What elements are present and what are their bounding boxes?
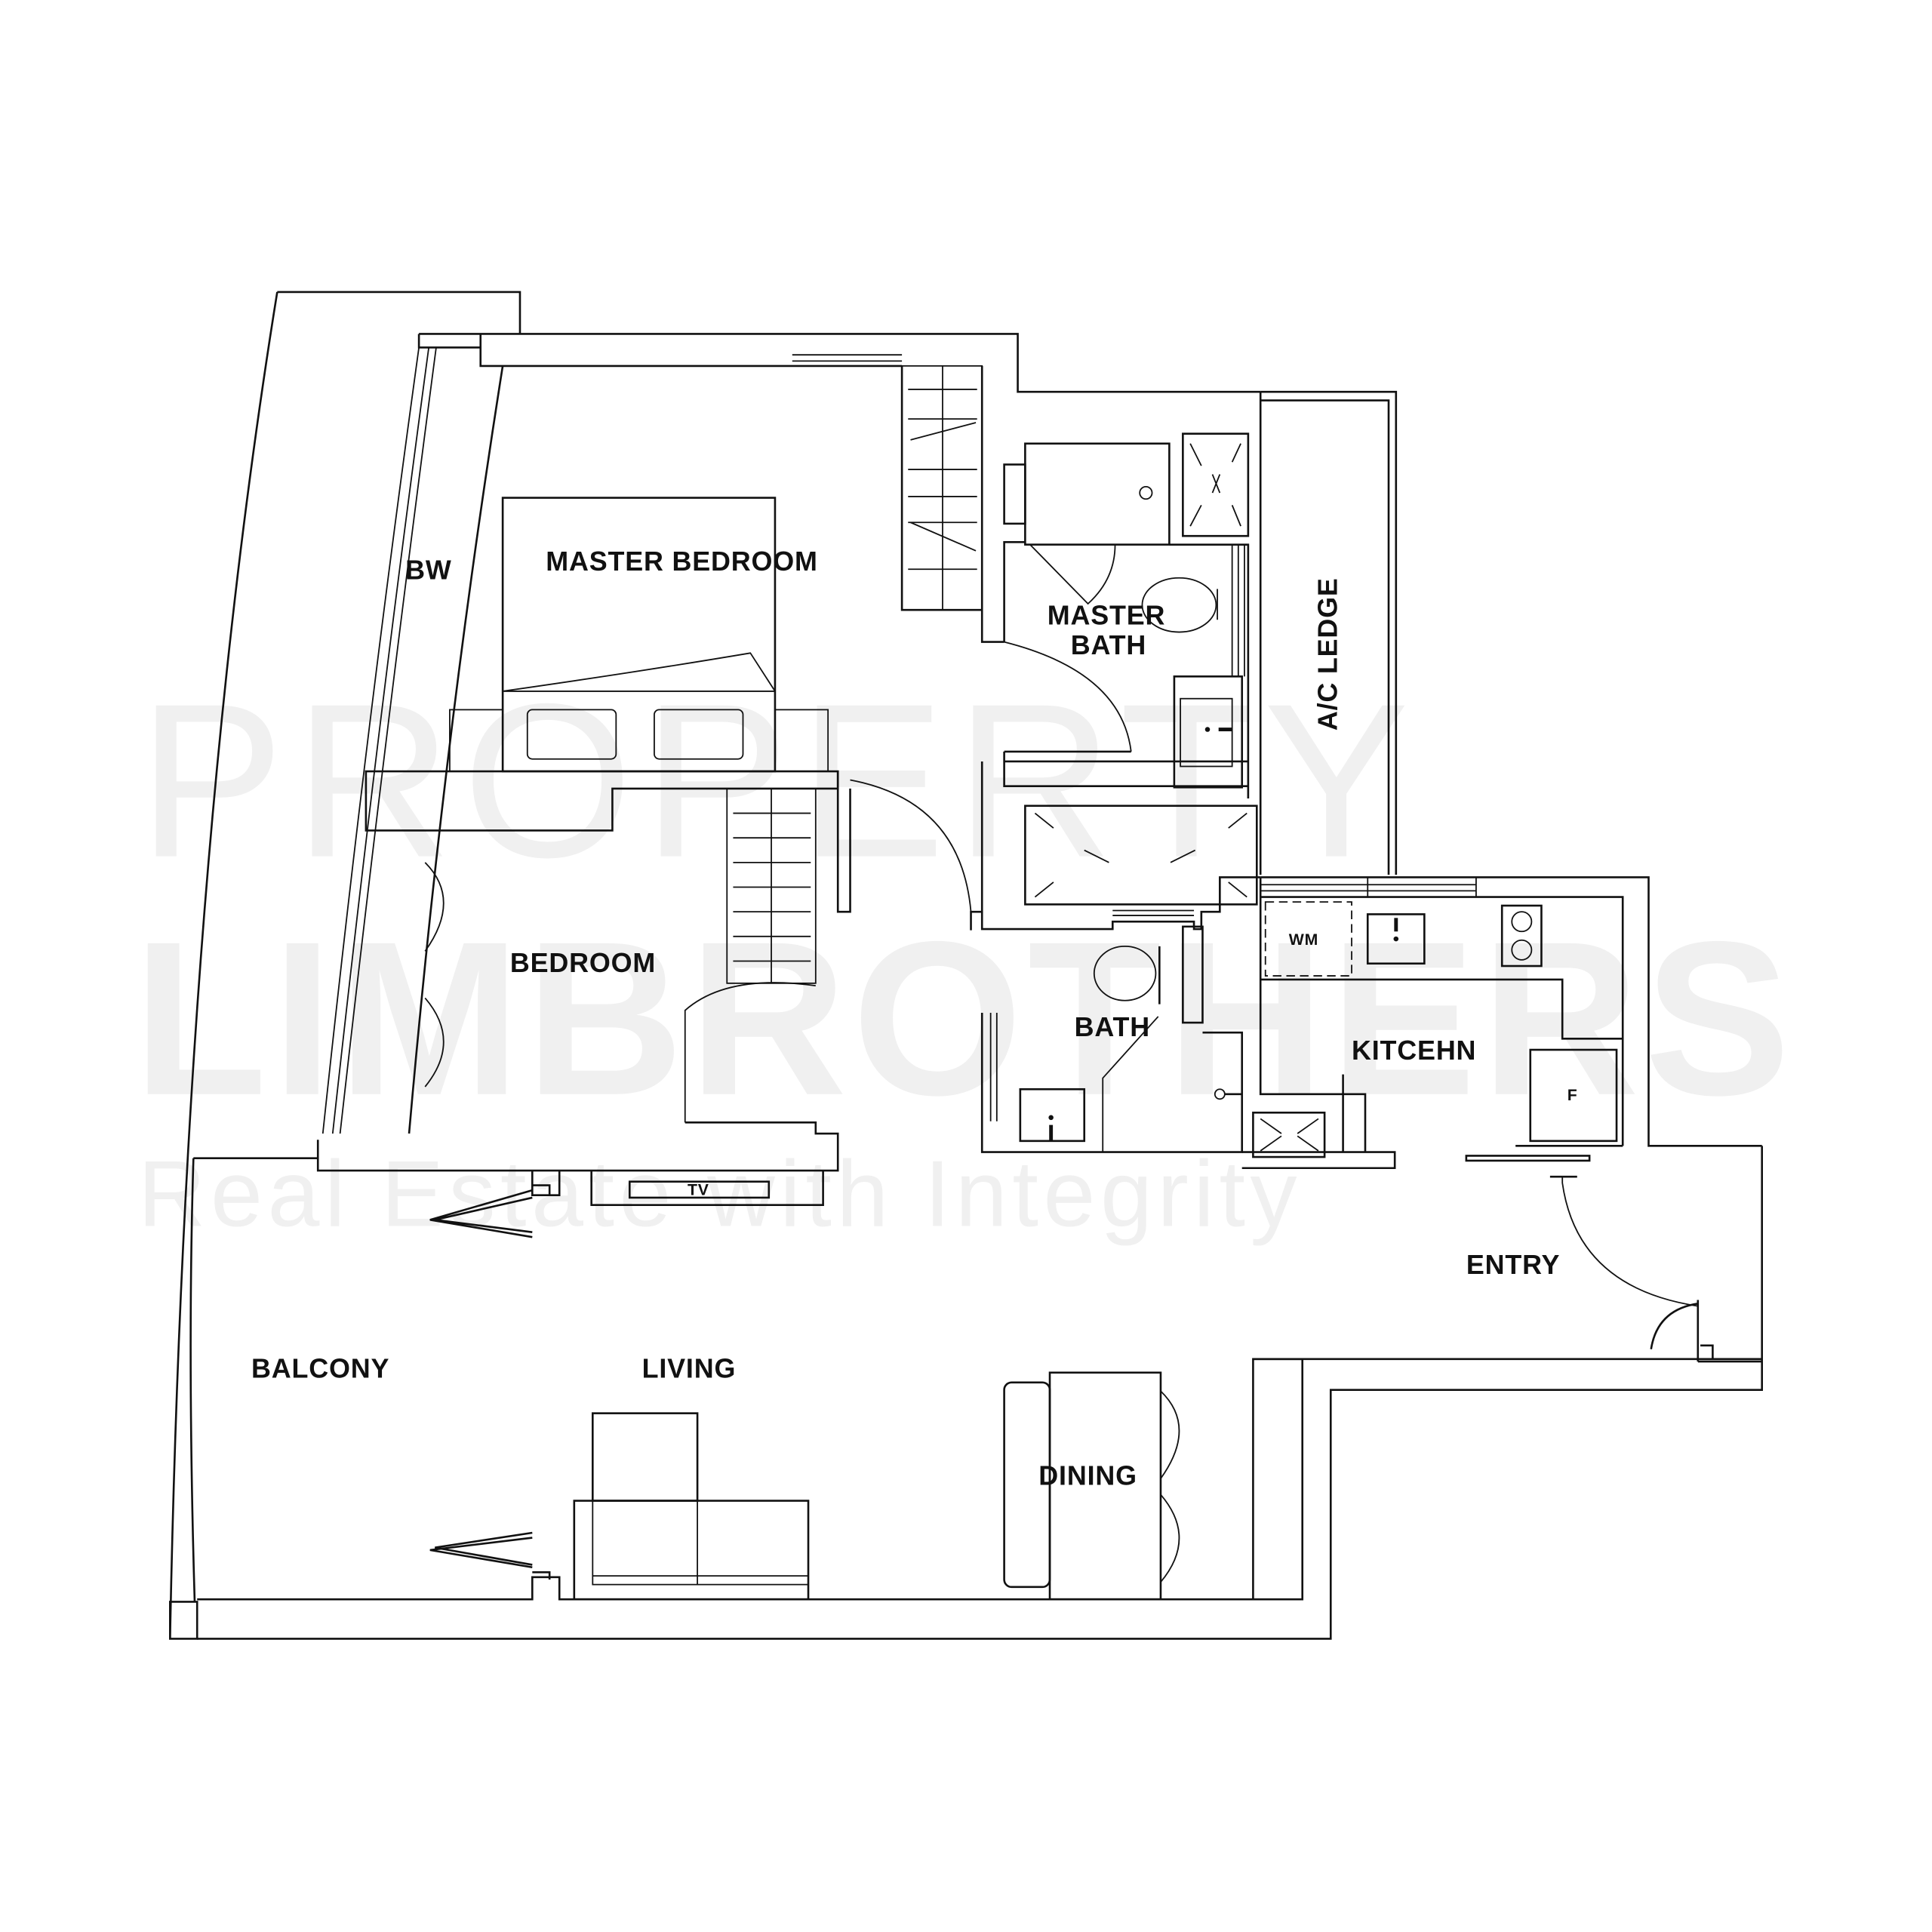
label-master-bath-1: MASTER xyxy=(1048,600,1166,631)
watermark: PROPERTY LIMBROTHERS Real Estate with In… xyxy=(133,658,1795,1247)
label-kitchen: KITCEHN xyxy=(1352,1035,1476,1066)
sofa xyxy=(573,1412,810,1601)
shower-store xyxy=(980,804,1261,931)
label-washing-machine: WM xyxy=(1289,931,1318,949)
ac-ledge xyxy=(1260,390,1398,875)
dining-set xyxy=(1003,1371,1180,1601)
watermark-line1: PROPERTY xyxy=(138,658,1420,903)
entry xyxy=(1465,1145,1762,1363)
label-tv: TV xyxy=(688,1182,709,1199)
partition-wall xyxy=(365,770,851,913)
kitchen xyxy=(1241,876,1762,1170)
bath xyxy=(980,925,1244,1153)
master-door xyxy=(850,761,983,931)
balcony-outline xyxy=(169,291,1763,1640)
bedroom-curtains xyxy=(424,862,445,1088)
label-bw: BW xyxy=(405,554,451,585)
watermark-tagline: Real Estate with Integrity xyxy=(138,1142,1302,1246)
label-entry: ENTRY xyxy=(1466,1249,1560,1280)
label-living: LIVING xyxy=(642,1352,737,1383)
fixture-labels: TV WM F xyxy=(688,931,1577,1198)
watermark-line2: LIMBROTHERS xyxy=(133,896,1795,1141)
label-dining: DINING xyxy=(1038,1460,1137,1491)
label-master-bedroom: MASTER BEDROOM xyxy=(546,546,818,577)
room-labels: BW MASTER BEDROOM MASTER BATH A/C LEDGE … xyxy=(251,546,1560,1491)
label-ac-ledge: A/C LEDGE xyxy=(1312,577,1343,731)
bedroom-door xyxy=(316,982,839,1172)
master-bath xyxy=(1003,392,1262,875)
label-fridge: F xyxy=(1567,1087,1578,1104)
label-master-bath-2: BATH xyxy=(1071,629,1146,660)
label-balcony: BALCONY xyxy=(251,1352,389,1383)
label-bath: BATH xyxy=(1075,1011,1150,1042)
label-bedroom: BEDROOM xyxy=(510,947,656,978)
master-wardrobe xyxy=(901,365,983,611)
bedroom-wardrobe xyxy=(726,788,817,984)
